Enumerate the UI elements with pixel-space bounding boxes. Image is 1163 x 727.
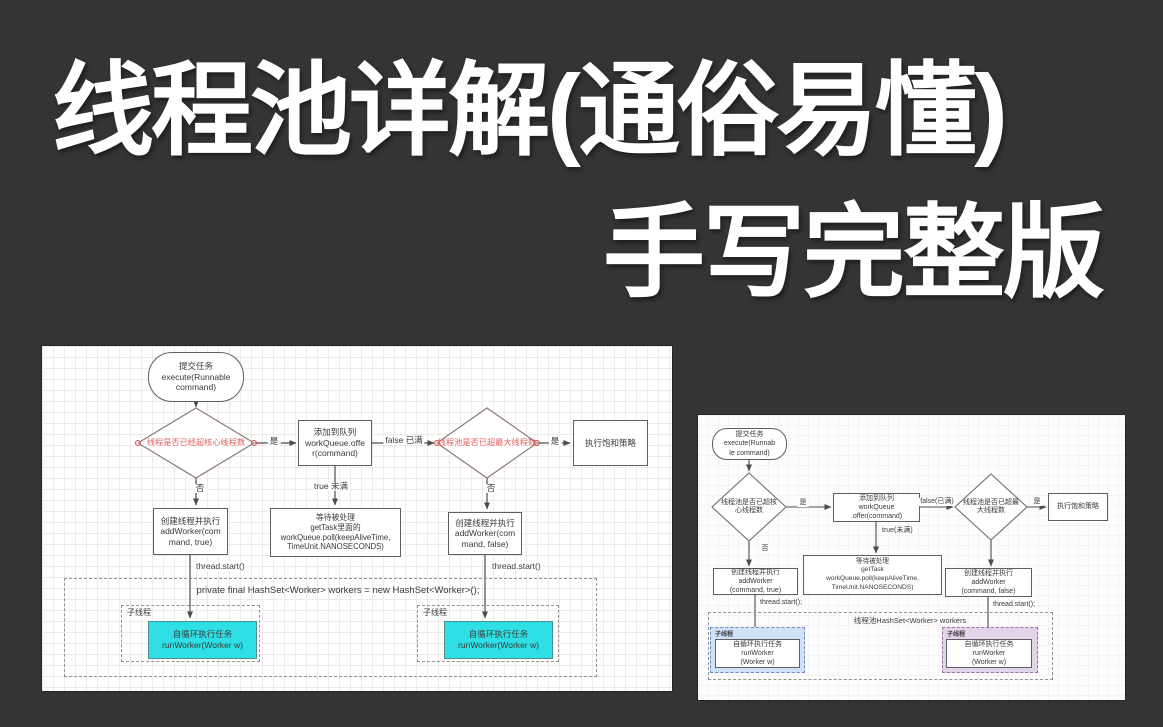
- run-worker-right-node: 自循环执行任务 runWorker(Worker w): [444, 621, 553, 659]
- decision-core-label: 线程是否已经超核心线程数: [146, 438, 246, 448]
- get-task-node: 等待被处理 getTask workQueue.poll(keepAliveTi…: [803, 555, 942, 595]
- run-worker-left-node: 自循环执行任务 runWorker(Worker w): [148, 621, 257, 659]
- add-worker-true-node: 创建线程并执行 addWorker (command, true): [713, 568, 798, 595]
- add-worker-true-node: 创建线程并执行 addWorker(com mand, true): [153, 508, 228, 555]
- edge-label-false-full: false 已满: [383, 435, 425, 446]
- decision-max-diamond: [954, 473, 1028, 541]
- edge-label-thread-start-right: thread.start(): [490, 561, 543, 572]
- title-line-2: 手写完整版: [603, 196, 1105, 310]
- edge-label-thread-start-left: thread.start(): [194, 561, 247, 572]
- edge-label-false-full: false(已满): [918, 498, 956, 506]
- child-thread-box-left: [121, 605, 260, 662]
- child-thread-left-label: 子线程: [127, 608, 151, 617]
- edge-label-yes-1: 是: [797, 499, 809, 507]
- workers-container: [708, 612, 1053, 680]
- workers-container: [64, 578, 597, 677]
- edge-label-no-1: 否: [759, 545, 771, 553]
- decision-core-label: 线程池是否已超核 心线程数: [721, 498, 777, 514]
- add-worker-false-node: 创建线程并执行 addWorker (command, false): [945, 568, 1032, 597]
- decision-max-label: 线程池是否已超最大线程数: [437, 438, 537, 448]
- edge-label-no-1: 否: [193, 483, 207, 494]
- add-worker-false-node: 创建线程并执行 addWorker(com mand, false): [448, 512, 522, 555]
- edge-label-thread-start-left: thread.start();: [758, 599, 805, 607]
- edge-label-no-2: 否: [484, 483, 498, 494]
- run-worker-left-node: 自循环执行任务 runWorker (Worker w): [715, 639, 800, 668]
- right-connector-lines: [711, 460, 1047, 638]
- connection-point-dots: [135, 440, 540, 446]
- start-node: 提交任务 execute(Runnab le command): [712, 428, 787, 460]
- edge-label-true-not-full: true 未满: [311, 481, 351, 492]
- child-thread-right-label: 子线程: [423, 608, 447, 617]
- workers-declaration: private final HashSet<Worker> workers = …: [196, 585, 480, 596]
- enqueue-node: 添加到队列 workQueue.offe r(command): [298, 420, 372, 466]
- edge-label-thread-start-right: thread.start();: [991, 601, 1038, 609]
- edge-label-yes-1: 是: [267, 436, 281, 447]
- flowchart-left-panel: 提交任务 execute(Runnable command) 线程是否已经超核心…: [42, 346, 672, 691]
- child-thread-box-right: [417, 605, 559, 662]
- child-thread-right-label: 子线程: [947, 632, 966, 638]
- child-thread-left-label: 子线程: [715, 632, 734, 638]
- edge-label-true-not-full: true(未满): [880, 527, 915, 535]
- decision-core-diamond: [136, 407, 256, 479]
- edge-label-yes-2: 是: [548, 436, 562, 447]
- left-connector-lines: [135, 400, 571, 619]
- saturation-node: 执行饱和策略: [1048, 493, 1108, 521]
- edge-label-yes-2: 是: [1031, 498, 1043, 506]
- start-node: 提交任务 execute(Runnable command): [148, 352, 244, 402]
- flowchart-right-panel: 提交任务 execute(Runnab le command) 线程池是否已超核…: [698, 415, 1125, 700]
- decision-max-diamond: [435, 407, 539, 479]
- decision-max-label: 线程池是否已超最 大线程数: [963, 498, 1019, 514]
- enqueue-node: 添加到队列 workQueue .offer(command): [833, 493, 920, 522]
- decision-core-diamond: [711, 472, 787, 542]
- title-line-1: 线程池详解(通俗易懂): [52, 54, 1008, 168]
- get-task-node: 等待被处理 getTask里面的 workQueue.poll(keepAliv…: [270, 508, 401, 557]
- run-worker-right-node: 自循环执行任务 runWorker (Worker w): [946, 639, 1032, 668]
- saturation-node: 执行饱和策略: [573, 420, 648, 466]
- workers-declaration: 线程池HashSet<Worker> workers: [853, 616, 967, 625]
